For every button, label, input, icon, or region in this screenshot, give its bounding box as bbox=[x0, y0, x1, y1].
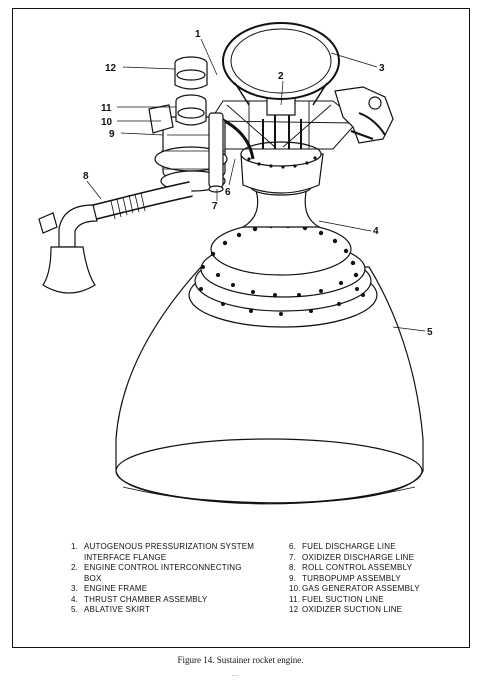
right-valve bbox=[368, 96, 382, 110]
legend-item: 8.ROLL CONTROL ASSEMBLY bbox=[289, 563, 413, 572]
autogenous-flange-inner bbox=[230, 28, 332, 94]
skirt-flange-top bbox=[210, 222, 352, 276]
ring-support bbox=[234, 82, 328, 106]
figure-frame: 1 2 3 4 5 6 7 8 9 10 11 12 1.AUTOGENOUS … bbox=[12, 8, 470, 648]
legend-item: 1.AUTOGENOUS PRESSURIZATION SYSTEM INTER… bbox=[71, 542, 255, 562]
figure-caption: Figure 14. Sustainer rocket engine. bbox=[177, 655, 304, 665]
roll-control-nozzle bbox=[42, 246, 96, 294]
callout-2: 2 bbox=[278, 71, 284, 82]
gas-generator bbox=[148, 104, 174, 134]
callout-12: 12 bbox=[105, 63, 117, 74]
page-number: - - bbox=[232, 673, 238, 679]
legend-item: 9.TURBOPUMP ASSEMBLY bbox=[289, 573, 401, 583]
legend-left-column: 1.AUTOGENOUS PRESSURIZATION SYSTEM INTER… bbox=[71, 542, 261, 616]
engine-drawing: 1 2 3 4 5 6 7 8 9 10 11 12 bbox=[38, 22, 433, 505]
legend-item: 3.ENGINE FRAME bbox=[71, 584, 148, 593]
legend-item: 7.OXIDIZER DISCHARGE LINE bbox=[289, 552, 415, 562]
callout-6: 6 bbox=[225, 187, 231, 198]
thrust-chamber bbox=[240, 186, 322, 228]
oxidizer-discharge-cap bbox=[208, 185, 224, 193]
roll-control-duct-inner bbox=[89, 182, 193, 220]
oxidizer-suction-body bbox=[174, 63, 208, 90]
skirt-bottom-edge bbox=[115, 438, 423, 504]
legend-item: 11.FUEL SUCTION LINE bbox=[289, 594, 384, 604]
skirt-hatching bbox=[122, 486, 416, 505]
fuel-discharge-line bbox=[220, 117, 255, 160]
oxidizer-suction-ring bbox=[176, 69, 206, 81]
injector-bolts bbox=[247, 156, 317, 169]
roll-nozzle-cap bbox=[38, 212, 58, 234]
legend-item: 2.ENGINE CONTROL INTERCONNECTING BOX bbox=[71, 563, 242, 583]
callout-10: 10 bbox=[101, 117, 113, 128]
legend-right-column: 6.FUEL DISCHARGE LINE 7.OXIDIZER DISCHAR… bbox=[289, 542, 449, 616]
callout-1: 1 bbox=[195, 29, 201, 40]
callout-3: 3 bbox=[379, 63, 385, 74]
legend-item: 10.GAS GENERATOR ASSEMBLY bbox=[289, 584, 420, 593]
roll-control-elbow bbox=[58, 204, 98, 248]
callout-5: 5 bbox=[427, 327, 433, 338]
callout-4: 4 bbox=[373, 226, 379, 237]
legend-item: 6.FUEL DISCHARGE LINE bbox=[289, 542, 396, 551]
leader-lines bbox=[86, 38, 426, 332]
frame-struts bbox=[212, 101, 354, 149]
callout-8: 8 bbox=[83, 171, 89, 182]
fuel-suction-body bbox=[175, 101, 207, 126]
callout-9: 9 bbox=[109, 129, 115, 140]
roll-duct-corrugation bbox=[110, 192, 146, 220]
manifold-pipes bbox=[262, 115, 302, 149]
callout-11: 11 bbox=[101, 103, 112, 114]
oxidizer-discharge-line bbox=[208, 112, 224, 188]
autogenous-flange-ring bbox=[222, 22, 340, 100]
legend-item: 4.THRUST CHAMBER ASSEMBLY bbox=[71, 594, 208, 604]
legend-item: 5.ABLATIVE SKIRT bbox=[71, 605, 151, 614]
callout-7: 7 bbox=[212, 201, 218, 212]
right-pipe bbox=[350, 112, 386, 140]
fuel-suction-ring bbox=[177, 107, 205, 119]
